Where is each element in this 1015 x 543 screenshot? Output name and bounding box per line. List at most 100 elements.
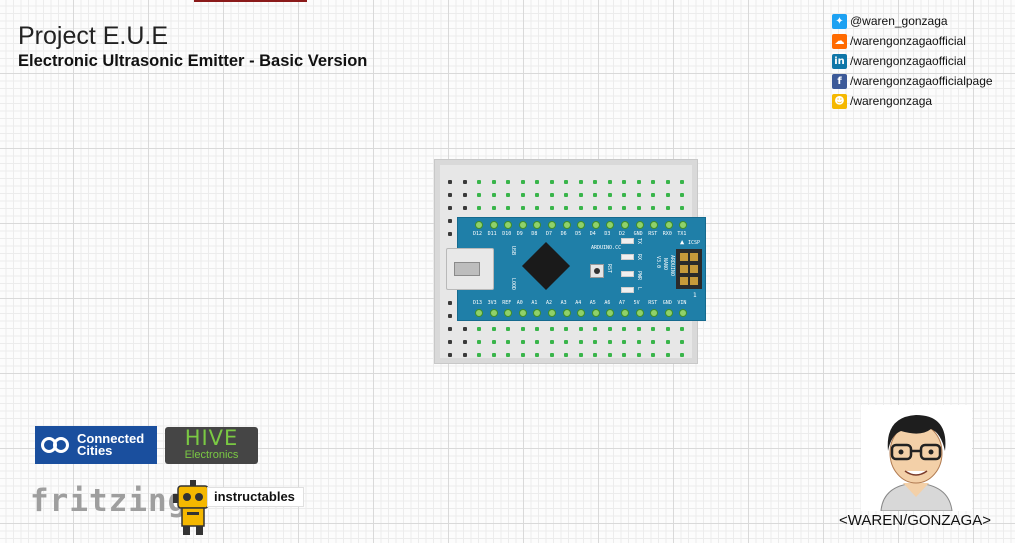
breadboard-hole[interactable] [607,180,612,184]
breadboard-hole[interactable] [622,327,626,331]
usb-connector[interactable] [446,248,494,290]
breadboard-hole[interactable] [564,206,568,210]
arduino-bottom-pin[interactable] [577,309,586,317]
breadboard-hole[interactable] [578,340,583,344]
arduino-bottom-pin[interactable] [664,309,673,317]
breadboard-hole[interactable] [636,206,641,210]
breadboard-hole[interactable] [622,206,626,210]
breadboard-hole[interactable] [535,353,539,357]
breadboard-hole[interactable] [622,180,626,184]
arduino-bottom-pin[interactable] [679,309,688,317]
breadboard-hole[interactable] [549,180,554,184]
breadboard-hole[interactable] [462,206,467,210]
arduino-top-pin[interactable] [591,221,600,229]
social-facebook[interactable]: f /warengonzagaofficialpage [832,71,993,91]
breadboard-hole[interactable] [665,193,670,197]
breadboard-hole[interactable] [593,180,597,184]
breadboard-hole[interactable] [448,219,452,223]
breadboard-hole[interactable] [593,327,597,331]
arduino-bottom-pin[interactable] [518,309,527,317]
arduino-bottom-pin[interactable] [606,309,615,317]
breadboard-hole[interactable] [564,340,568,344]
breadboard-hole[interactable] [636,340,641,344]
arduino-bottom-pin[interactable] [635,309,644,317]
breadboard-hole[interactable] [651,180,655,184]
breadboard-hole[interactable] [448,180,452,184]
breadboard-hole[interactable] [448,314,452,318]
breadboard-hole[interactable] [651,327,655,331]
breadboard-hole[interactable] [520,327,525,331]
breadboard-hole[interactable] [477,353,481,357]
breadboard-hole[interactable] [491,327,496,331]
breadboard-hole[interactable] [578,353,583,357]
arduino-top-pin[interactable] [518,221,527,229]
arduino-bottom-pin[interactable] [650,309,659,317]
breadboard-hole[interactable] [593,353,597,357]
arduino-top-pin[interactable] [679,221,688,229]
breadboard-hole[interactable] [651,353,655,357]
social-instructables[interactable]: ☻ /warengonzaga [832,91,993,111]
breadboard-hole[interactable] [535,206,539,210]
arduino-top-pin[interactable] [548,221,556,229]
breadboard-hole[interactable] [665,327,670,331]
arduino-top-pin[interactable] [635,221,644,229]
arduino-bottom-pin[interactable] [489,309,498,317]
arduino-bottom-pin[interactable] [548,309,556,317]
breadboard-hole[interactable] [680,193,684,197]
breadboard-hole[interactable] [593,193,597,197]
breadboard-hole[interactable] [535,180,539,184]
breadboard-hole[interactable] [680,180,684,184]
social-soundcloud[interactable]: ☁ /warengonzagaofficial [832,31,993,51]
breadboard-hole[interactable] [607,353,612,357]
breadboard-hole[interactable] [607,340,612,344]
breadboard-hole[interactable] [578,180,583,184]
breadboard-hole[interactable] [448,206,452,210]
breadboard-hole[interactable] [680,206,684,210]
breadboard-hole[interactable] [564,327,568,331]
breadboard-hole[interactable] [491,206,496,210]
breadboard-hole[interactable] [680,353,684,357]
breadboard-hole[interactable] [651,193,655,197]
breadboard-hole[interactable] [477,327,481,331]
breadboard-hole[interactable] [462,327,467,331]
breadboard-hole[interactable] [665,206,670,210]
breadboard-hole[interactable] [535,193,539,197]
breadboard-hole[interactable] [506,193,510,197]
breadboard-hole[interactable] [549,340,554,344]
breadboard-hole[interactable] [448,301,452,305]
breadboard-hole[interactable] [535,327,539,331]
arduino-top-pin[interactable] [562,221,571,229]
arduino-bottom-pin[interactable] [621,309,629,317]
breadboard-hole[interactable] [607,206,612,210]
arduino-top-pin[interactable] [475,221,483,229]
arduino-top-pin[interactable] [650,221,659,229]
breadboard-hole[interactable] [491,340,496,344]
breadboard-hole[interactable] [607,327,612,331]
breadboard-hole[interactable] [506,327,510,331]
breadboard-hole[interactable] [636,180,641,184]
breadboard-hole[interactable] [535,340,539,344]
breadboard-hole[interactable] [506,353,510,357]
breadboard-hole[interactable] [462,193,467,197]
breadboard-hole[interactable] [506,180,510,184]
breadboard-hole[interactable] [462,353,467,357]
breadboard-hole[interactable] [665,353,670,357]
breadboard-hole[interactable] [622,193,626,197]
breadboard-hole[interactable] [477,340,481,344]
arduino-top-pin[interactable] [533,221,542,229]
breadboard-hole[interactable] [593,340,597,344]
arduino-bottom-pin[interactable] [591,309,600,317]
arduino-top-pin[interactable] [664,221,673,229]
arduino-bottom-pin[interactable] [562,309,571,317]
breadboard-hole[interactable] [477,180,481,184]
breadboard-hole[interactable] [564,180,568,184]
breadboard-hole[interactable] [448,340,452,344]
arduino-bottom-pin[interactable] [475,309,483,317]
arduino-top-pin[interactable] [621,221,629,229]
arduino-bottom-pin[interactable] [504,309,513,317]
breadboard-hole[interactable] [651,340,655,344]
breadboard-hole[interactable] [448,327,452,331]
arduino-top-pin[interactable] [577,221,586,229]
breadboard-hole[interactable] [578,193,583,197]
breadboard-hole[interactable] [549,193,554,197]
